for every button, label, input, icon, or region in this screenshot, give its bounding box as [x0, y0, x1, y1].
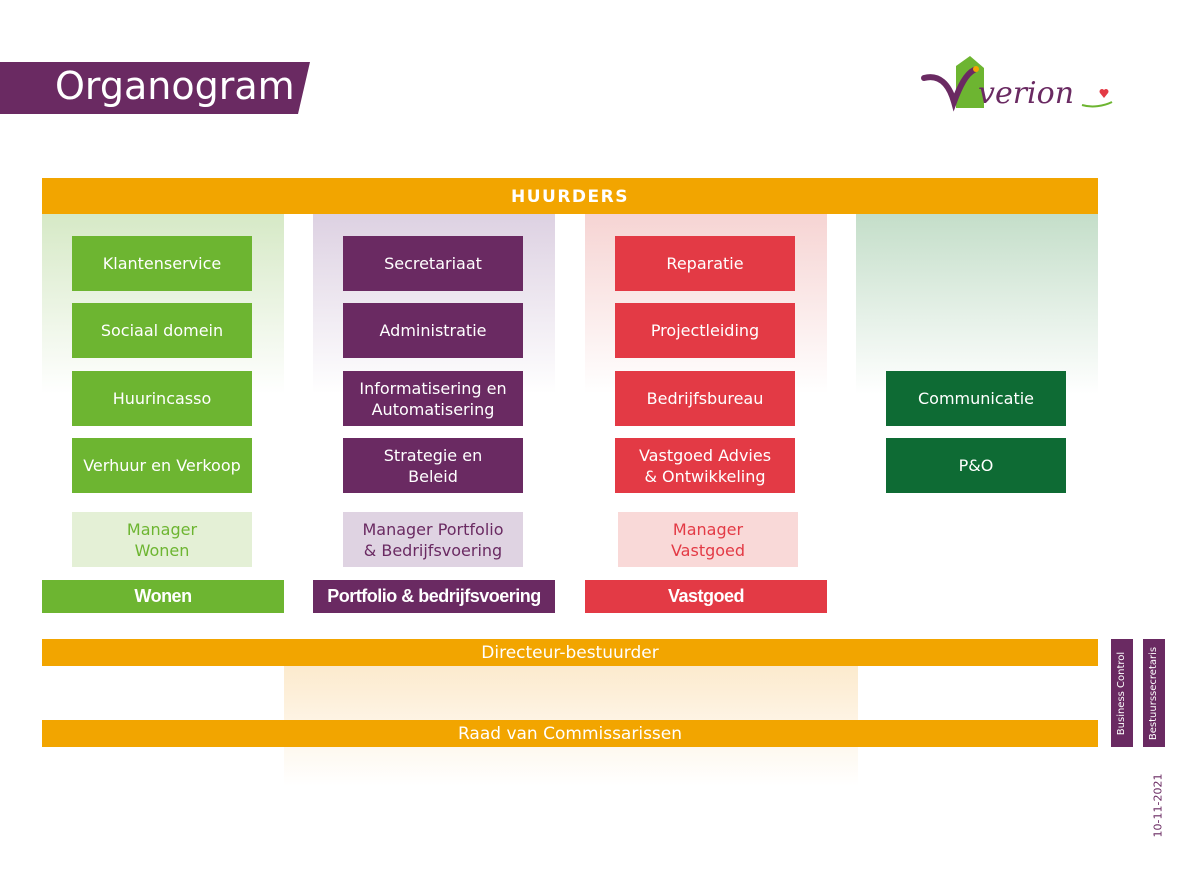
unit-reparatie: Reparatie — [615, 236, 795, 291]
unit-klantenservice: Klantenservice — [72, 236, 252, 291]
unit-vastgoed-advies-line1: Vastgoed Advies — [638, 445, 772, 465]
unit-informatisering-line1: Informatisering en — [359, 378, 507, 398]
staff-column-bg — [856, 214, 1098, 394]
unit-informatisering-line2: Automatisering — [371, 399, 495, 419]
manager-wonen-line1: Manager — [126, 519, 198, 539]
date-stamp: 10-11-2021 — [1143, 770, 1173, 840]
division-label-wonen: Wonen — [42, 580, 284, 613]
logo-wordmark: verion — [978, 76, 1074, 111]
unit-huurincasso: Huurincasso — [72, 371, 252, 426]
business-control-box: Business Control — [1111, 639, 1133, 747]
bestuurssecretaris-box: Bestuurssecretaris — [1143, 639, 1165, 747]
unit-vastgoed-advies-line2: & Ontwikkeling — [644, 466, 766, 486]
division-label-vastgoed: Vastgoed — [585, 580, 827, 613]
bestuurssecretaris-label: Bestuurssecretaris — [1148, 646, 1160, 740]
manager-portfolio-line1: Manager Portfolio — [362, 519, 504, 539]
manager-wonen: Manager Wonen — [72, 512, 252, 567]
unit-p-en-o: P&O — [886, 438, 1066, 493]
page-title: Organogram — [55, 64, 295, 108]
unit-sociaal-domein: Sociaal domein — [72, 303, 252, 358]
business-control-label: Business Control — [1116, 651, 1128, 735]
raad-van-commissarissen-bar: Raad van Commissarissen — [42, 720, 1098, 747]
manager-vastgoed: Manager Vastgoed — [618, 512, 798, 567]
unit-projectleiding: Projectleiding — [615, 303, 795, 358]
unit-vastgoed-advies: Vastgoed Advies & Ontwikkeling — [615, 438, 795, 493]
directeur-bestuurder-bar: Directeur-bestuurder — [42, 639, 1098, 666]
huurders-bar: HUURDERS — [42, 178, 1098, 214]
unit-verhuur-en-verkoop: Verhuur en Verkoop — [72, 438, 252, 493]
unit-strategie-en-beleid: Strategie en Beleid — [343, 438, 523, 493]
manager-vastgoed-line2: Vastgoed — [670, 540, 746, 560]
date-text: 10-11-2021 — [1151, 773, 1165, 837]
unit-bedrijfsbureau: Bedrijfsbureau — [615, 371, 795, 426]
title-banner — [0, 62, 310, 114]
division-label-portfolio: Portfolio & bedrijfsvoering — [313, 580, 555, 613]
unit-communicatie: Communicatie — [886, 371, 1066, 426]
manager-wonen-line2: Wonen — [134, 540, 190, 560]
unit-strategie-line2: Beleid — [408, 466, 458, 486]
viverion-logo: verion — [921, 56, 1113, 112]
unit-informatisering: Informatisering en Automatisering — [343, 371, 523, 426]
manager-portfolio-line2: & Bedrijfsvoering — [363, 540, 503, 560]
unit-administratie: Administratie — [343, 303, 523, 358]
unit-strategie-line1: Strategie en — [383, 445, 483, 465]
unit-secretariaat: Secretariaat — [343, 236, 523, 291]
manager-portfolio: Manager Portfolio & Bedrijfsvoering — [343, 512, 523, 567]
manager-vastgoed-line1: Manager — [672, 519, 744, 539]
